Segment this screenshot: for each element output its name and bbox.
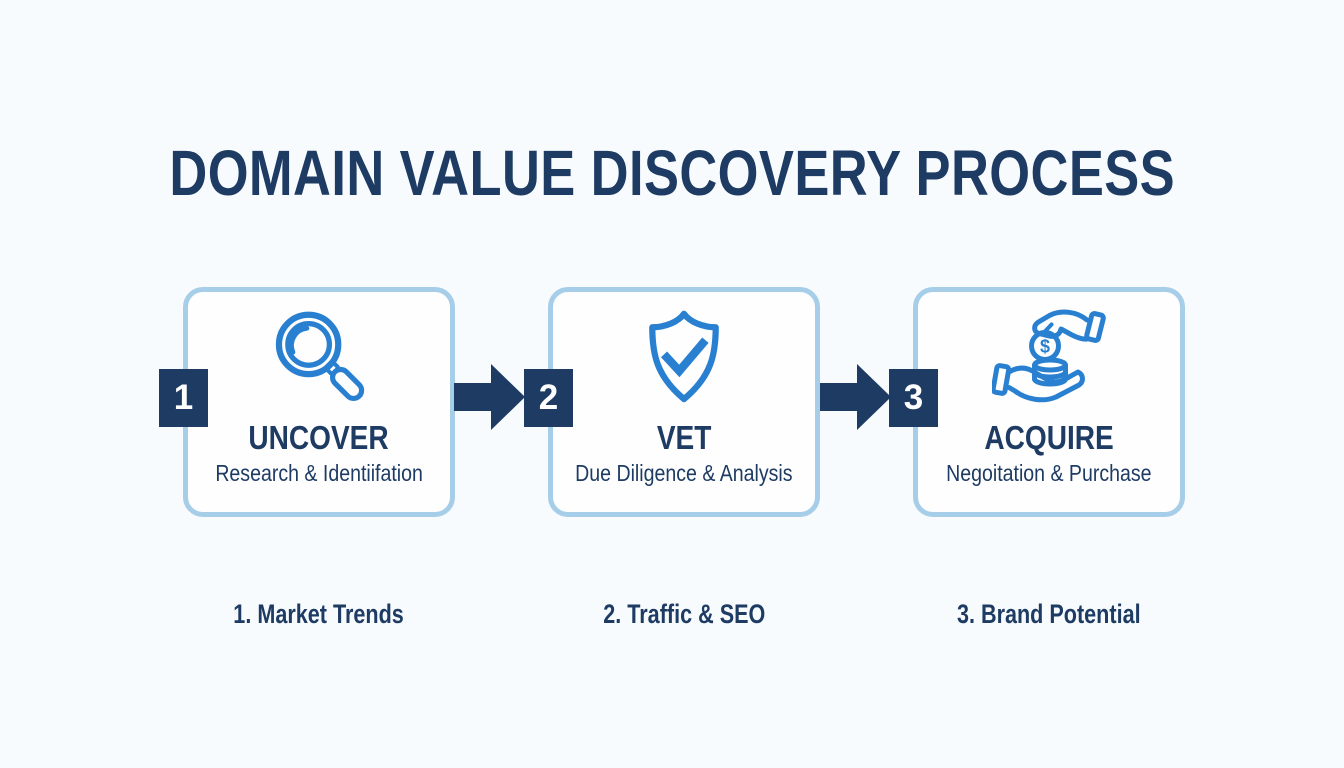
- step-subheading: Due Diligence & Analysis: [575, 460, 793, 487]
- title-row: DOMAIN VALUE DISCOVERY PROCESS: [0, 98, 1344, 248]
- step-number-badge: 3: [889, 369, 938, 427]
- footnote-label-market-trends: 1. Market Trends: [183, 599, 455, 630]
- step-number: 1: [173, 378, 194, 417]
- step-card-vet: VET Due Diligence & Analysis: [548, 287, 820, 517]
- step-subheading: Negoitation & Purchase: [946, 460, 1152, 487]
- shield-check-icon: [632, 304, 736, 414]
- hands-money-icon: $: [991, 304, 1107, 414]
- step-number: 3: [903, 378, 924, 417]
- step-card-acquire: $ ACQUIRE Negoitation & Purchase: [913, 287, 1185, 517]
- step-heading: ACQUIRE: [984, 419, 1114, 456]
- footnote-text: 2. Traffic & SEO: [602, 599, 766, 629]
- step-card-uncover: UNCOVER Research & Identiifation: [183, 287, 455, 517]
- footnote-text: 3. Brand Potential: [957, 599, 1141, 629]
- step-heading: VET: [656, 419, 712, 456]
- footnote-label-brand-potential: 3. Brand Potential: [913, 599, 1185, 630]
- step-number-badge: 1: [159, 369, 208, 427]
- flow-arrow-icon: [454, 364, 525, 430]
- step-number: 2: [538, 378, 559, 417]
- step-number-badge: 2: [524, 369, 573, 427]
- magnifier-icon: [267, 304, 371, 414]
- svg-text:$: $: [1039, 337, 1049, 357]
- flow-arrow-icon: [820, 364, 891, 430]
- footnote-text: 1. Market Trends: [233, 599, 405, 629]
- step-subheading: Research & Identiifation: [215, 460, 423, 487]
- step-heading: UNCOVER: [248, 419, 390, 456]
- footnote-label-traffic-seo: 2. Traffic & SEO: [548, 599, 820, 630]
- page-title: DOMAIN VALUE DISCOVERY PROCESS: [169, 136, 1175, 209]
